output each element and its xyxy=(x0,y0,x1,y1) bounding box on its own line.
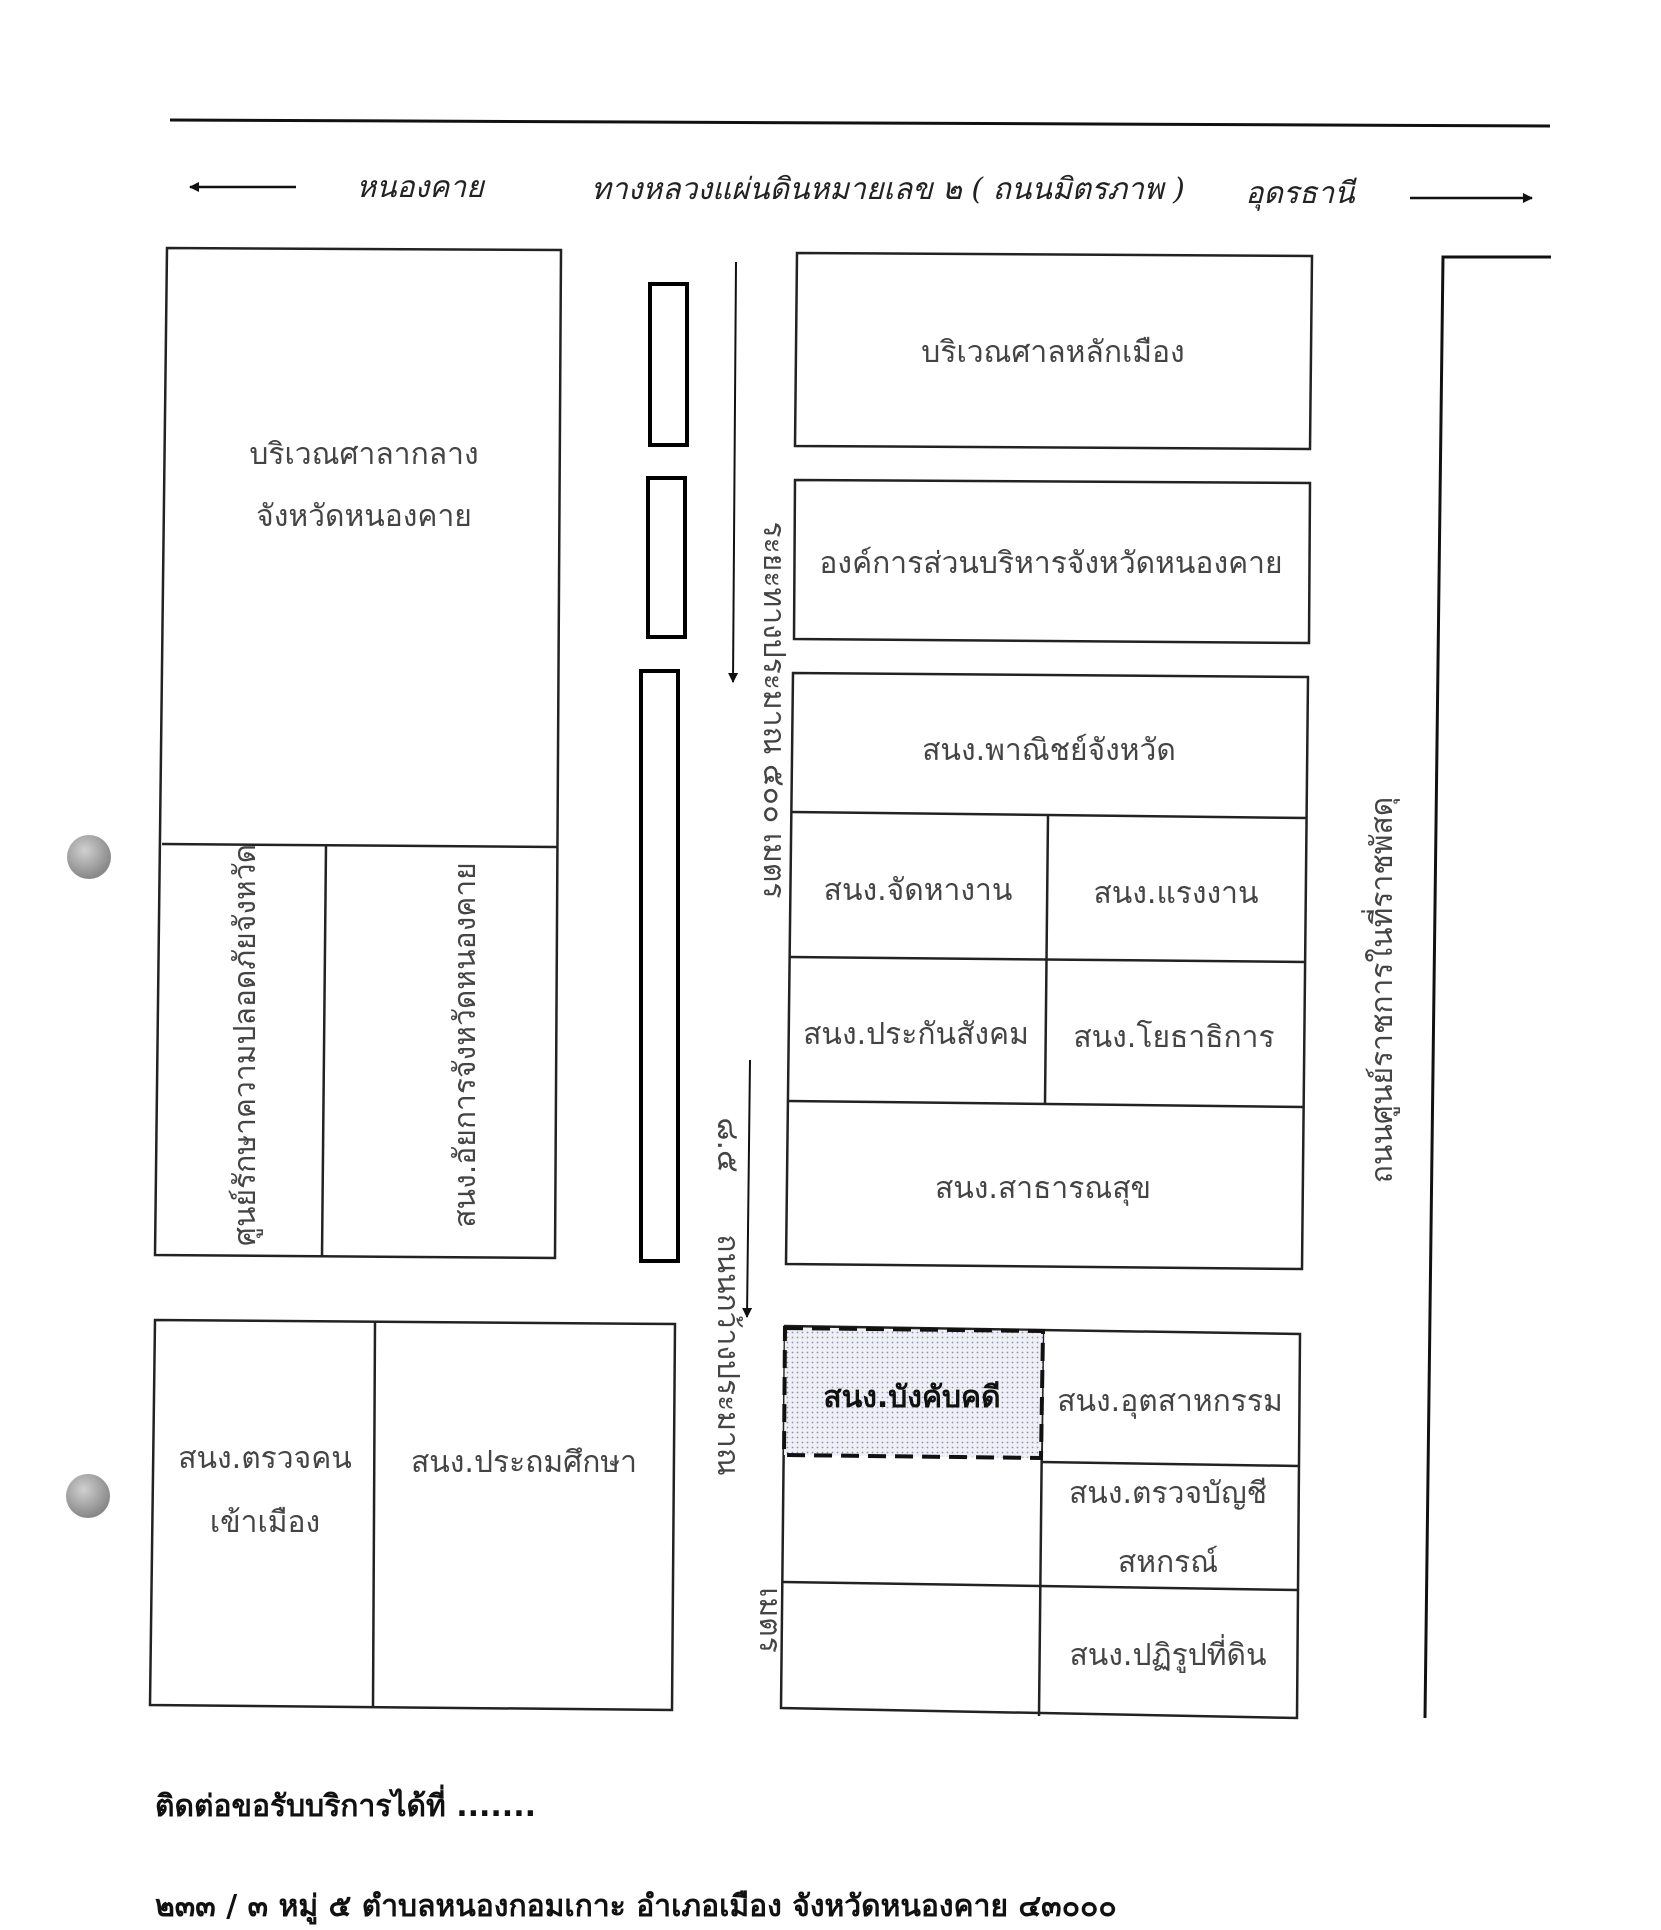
highway-edge-line xyxy=(169,118,1551,128)
grid-line xyxy=(1040,1460,1300,1468)
grid-line xyxy=(371,1321,377,1708)
median-2 xyxy=(646,476,687,639)
labour-label: สนง.แรงงาน xyxy=(1093,876,1258,911)
city-pillar-label: บริเวณศาลหลักเมือง xyxy=(921,335,1184,370)
industry-label: สนง.อุตสาหกรรม xyxy=(1057,1384,1283,1420)
enforcement-office-label: สนง.บังคับคดี xyxy=(823,1380,1000,1415)
address-line: ๒๓๓ / ๓ หมู่ ๕ ตำบลหนองกอมเกาะ อำเภอเมือ… xyxy=(155,1889,1117,1924)
grid-line xyxy=(789,955,1307,964)
employment-label: สนง.จัดหางาน xyxy=(824,873,1013,908)
left-city-label: หนองคาย xyxy=(356,170,486,205)
side-road-label: ถนนศูนย์ราชการในที่ราชพัสดุ xyxy=(1361,797,1401,1184)
grid-line xyxy=(782,1580,1299,1592)
health-label: สนง.สาธารณสุข xyxy=(935,1171,1151,1207)
binder-hole-icon xyxy=(66,1474,110,1518)
city-hall-box xyxy=(153,246,563,1260)
distance-arrow-upper-icon xyxy=(728,261,739,683)
highway-label: ทางหลวงแผ่นดินหมายเลข ๒ ( ถนนมิตรภาพ ) xyxy=(591,172,1185,207)
road-width-label: ถนนกว้างประมาณ xyxy=(710,1234,745,1475)
public-works-label: สนง.โยธาธิการ xyxy=(1073,1019,1274,1055)
pao-box xyxy=(792,478,1312,645)
lower-left-block xyxy=(148,1318,677,1712)
lower-office-block xyxy=(779,1324,1302,1720)
side-road-line xyxy=(1423,255,1551,1719)
distance-arrow-lower-icon xyxy=(742,1059,753,1318)
immigration-label-2: เข้าเมือง xyxy=(210,1505,320,1540)
city-hall-label-1: บริเวณศาลากลาง xyxy=(249,437,478,472)
social-security-label: สนง.ประกันสังคม xyxy=(803,1017,1029,1052)
coop-audit-label-2: สหกรณ์ xyxy=(1118,1545,1218,1580)
land-reform-label: สนง.ปฏิรูปที่ดิน xyxy=(1069,1634,1266,1673)
commerce-label: สนง.พาณิชย์จังหวัด xyxy=(922,733,1176,768)
attorney-label: สนง.อัยการจังหวัดหนองคาย xyxy=(448,862,483,1228)
median-1 xyxy=(648,282,689,447)
immigration-label-1: สนง.ตรวจคน xyxy=(178,1441,352,1476)
road-width-number: ๘.๕ xyxy=(710,1117,745,1172)
binder-hole-icon xyxy=(67,835,111,879)
city-pillar-box xyxy=(793,251,1314,451)
city-hall-label-2: จังหวัดหนองคาย xyxy=(256,499,472,534)
coop-audit-label-1: สนง.ตรวจบัญชี xyxy=(1069,1476,1267,1511)
distance-label: ระยะทางประมาณ ๕๐๐ เมตร xyxy=(756,522,791,899)
gov-office-block xyxy=(784,671,1310,1271)
grid-line xyxy=(1037,1329,1045,1717)
grid-line xyxy=(320,844,328,1257)
pao-label: องค์การส่วนบริหารจังหวัดหนองคาย xyxy=(819,546,1282,581)
enforcement-office-highlight xyxy=(781,1325,1046,1461)
safety-center-label: ศูนย์รักษาความปลอดภัยจังหวัด xyxy=(228,844,263,1246)
median-3 xyxy=(639,669,680,1263)
contact-line: ติดต่อขอรับบริการได้ที่ ....... xyxy=(155,1789,536,1824)
primary-edu-label: สนง.ประถมศึกษา xyxy=(411,1445,637,1480)
grid-line xyxy=(791,810,1308,820)
grid-line xyxy=(161,842,558,849)
right-city-label: อุดรธานี xyxy=(1245,176,1357,211)
grid-line xyxy=(1043,814,1050,1105)
